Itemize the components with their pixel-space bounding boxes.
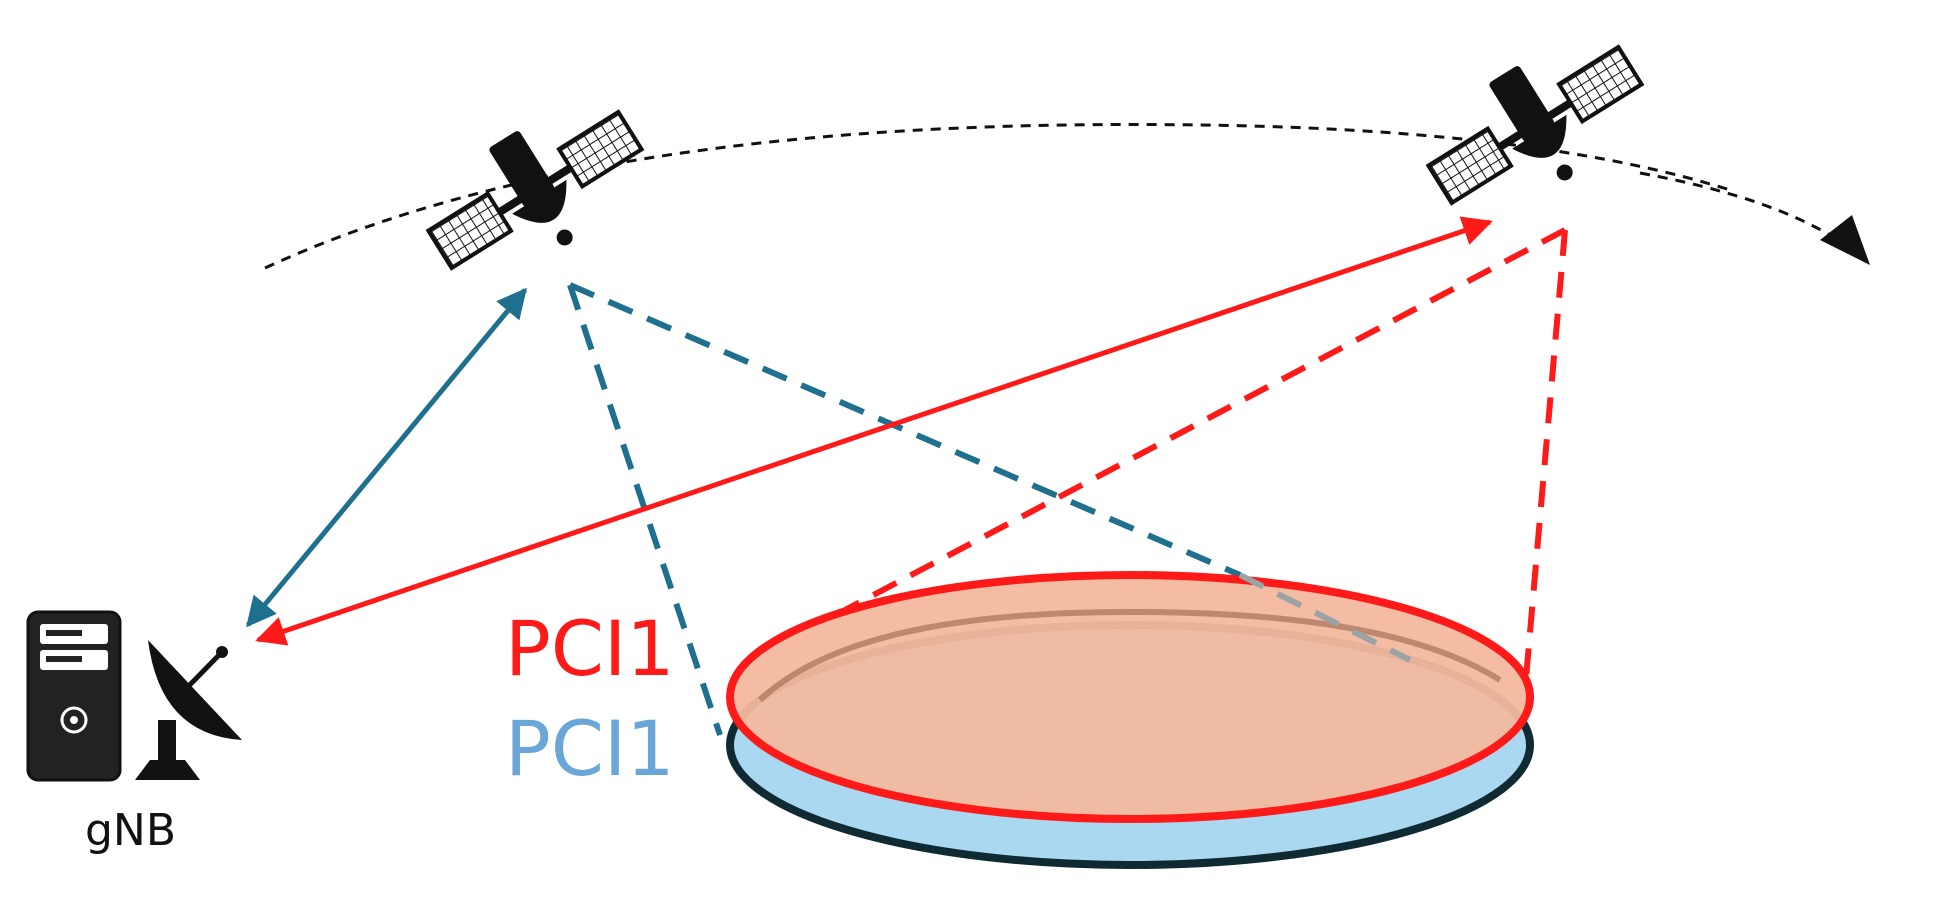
- feeder-link-red: [255, 216, 1493, 646]
- feeder-link-blue: [246, 287, 527, 628]
- pci-label-red: PCI1: [505, 604, 675, 693]
- orbit-arc: [264, 122, 1731, 270]
- beam-blue-right: [568, 282, 1242, 578]
- gnb-label: gNB: [85, 805, 176, 856]
- arrowhead-icon: [1820, 215, 1870, 265]
- cell-inner-rim: [757, 608, 1502, 703]
- pci-label-blue: PCI1: [505, 704, 675, 793]
- satellite-dish-icon: [135, 640, 242, 780]
- beam-red-right: [1522, 229, 1568, 691]
- satellite-icon-right: [1425, 44, 1645, 206]
- beam-blue-left: [567, 284, 723, 736]
- beam-blue-right-faded: [1238, 572, 1412, 663]
- cell-coverage-red: [726, 571, 1534, 823]
- satellite-icon-left: [425, 109, 645, 271]
- server-icon: [26, 610, 122, 782]
- beam-red-left: [843, 227, 1567, 613]
